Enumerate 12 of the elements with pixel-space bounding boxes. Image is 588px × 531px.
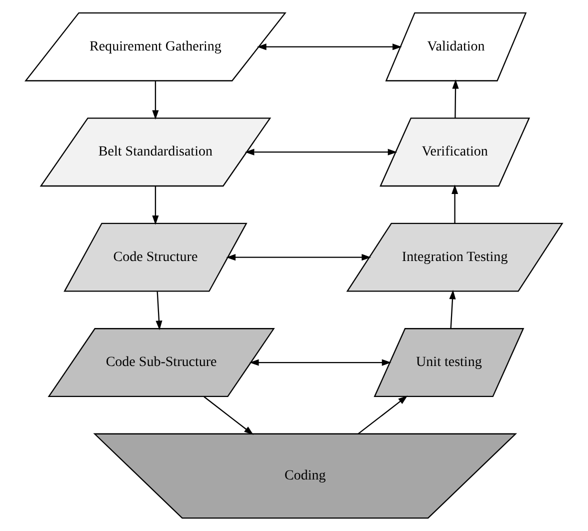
arrow: [226, 254, 372, 261]
arrow: [152, 81, 159, 120]
arrow: [358, 396, 408, 434]
arrow: [249, 359, 392, 366]
arrow: [449, 290, 456, 328]
arrow: [204, 396, 254, 435]
arrow: [452, 79, 459, 118]
arrow: [152, 186, 159, 225]
arrow: [452, 184, 458, 224]
arrow: [257, 44, 402, 50]
arrow: [156, 292, 162, 330]
arrow: [244, 148, 398, 156]
